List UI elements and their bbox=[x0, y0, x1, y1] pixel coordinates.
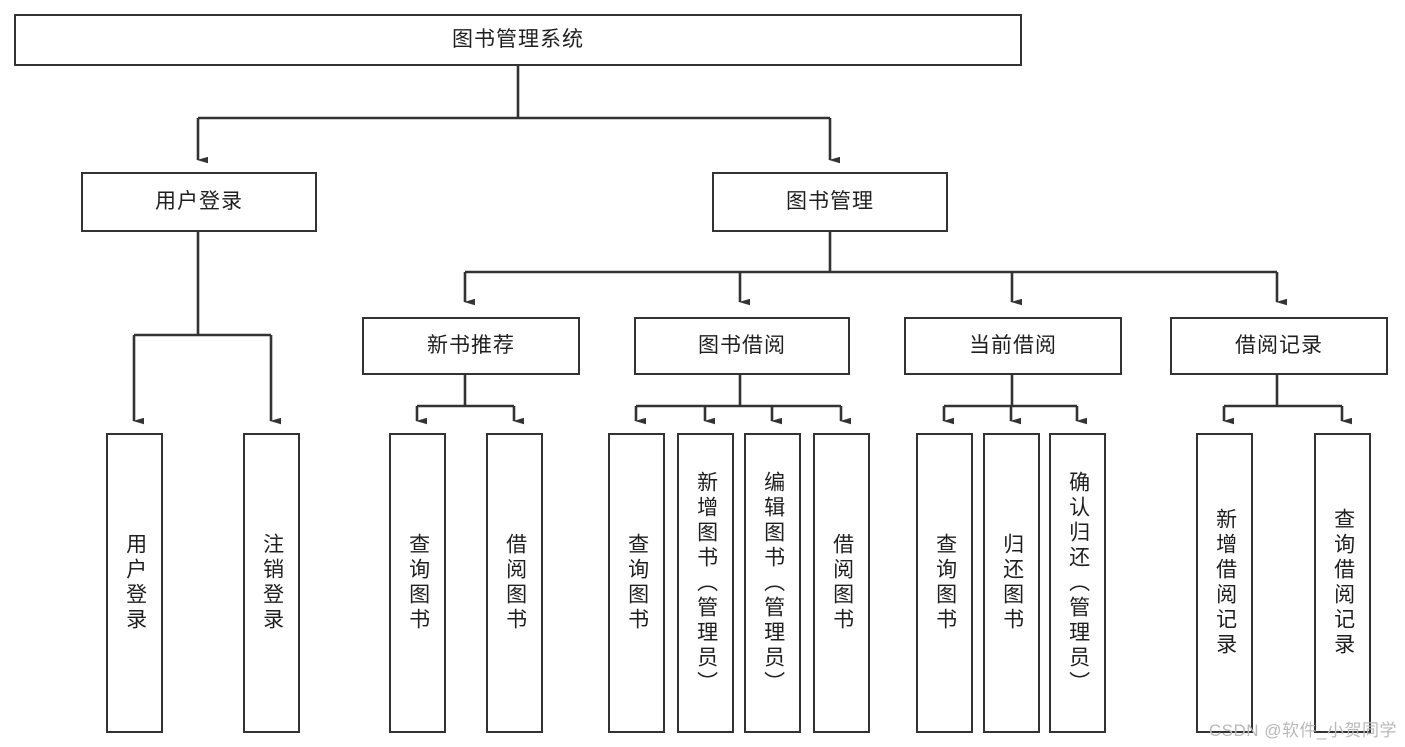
leaf-query-book-recommend[interactable]: 查询图书 bbox=[389, 433, 446, 733]
watermark-text: CSDN @软件_小贺同学 bbox=[1208, 721, 1397, 740]
node-label: 图书借阅 bbox=[698, 333, 786, 357]
node-label: 注销登录 bbox=[260, 533, 284, 633]
node-label: 新增图书（管理员） bbox=[694, 470, 718, 696]
leaf-query-book-current[interactable]: 查询图书 bbox=[916, 433, 973, 733]
node-label: 新书推荐 bbox=[427, 333, 515, 357]
leaf-edit-book-admin[interactable]: 编辑图书（管理员） bbox=[744, 433, 801, 733]
node-root-system[interactable]: 图书管理系统 bbox=[14, 14, 1022, 66]
leaf-borrow-book[interactable]: 借阅图书 bbox=[813, 433, 870, 733]
node-label: 归还图书 bbox=[1000, 533, 1024, 633]
node-book-management[interactable]: 图书管理 bbox=[712, 172, 948, 232]
node-label: 编辑图书（管理员） bbox=[761, 470, 785, 696]
node-label: 查询借阅记录 bbox=[1331, 508, 1355, 658]
node-new-book-recommend[interactable]: 新书推荐 bbox=[362, 317, 580, 375]
node-label: 借阅图书 bbox=[830, 533, 854, 633]
leaf-return-book[interactable]: 归还图书 bbox=[983, 433, 1040, 733]
node-label: 图书管理系统 bbox=[452, 27, 584, 51]
leaf-query-book-borrow[interactable]: 查询图书 bbox=[608, 433, 665, 733]
leaf-add-borrow-record[interactable]: 新增借阅记录 bbox=[1196, 433, 1253, 733]
node-label: 查询图书 bbox=[625, 533, 649, 633]
node-book-borrow[interactable]: 图书借阅 bbox=[634, 317, 850, 375]
node-borrow-record[interactable]: 借阅记录 bbox=[1170, 317, 1388, 375]
node-label: 图书管理 bbox=[786, 189, 874, 213]
node-label: 借阅记录 bbox=[1235, 333, 1323, 357]
leaf-add-book-admin[interactable]: 新增图书（管理员） bbox=[677, 433, 734, 733]
leaf-confirm-return-admin[interactable]: 确认归还（管理员） bbox=[1049, 433, 1106, 733]
leaf-user-login[interactable]: 用户登录 bbox=[106, 433, 163, 733]
leaf-query-borrow-record[interactable]: 查询借阅记录 bbox=[1314, 433, 1371, 733]
node-label: 用户登录 bbox=[123, 533, 147, 633]
node-label: 确认归还（管理员） bbox=[1066, 470, 1090, 696]
leaf-logout[interactable]: 注销登录 bbox=[243, 433, 300, 733]
node-user-login[interactable]: 用户登录 bbox=[81, 172, 317, 232]
leaf-borrow-book-recommend[interactable]: 借阅图书 bbox=[486, 433, 543, 733]
node-current-borrow[interactable]: 当前借阅 bbox=[904, 317, 1122, 375]
node-label: 借阅图书 bbox=[503, 533, 527, 633]
node-label: 查询图书 bbox=[406, 533, 430, 633]
node-label: 查询图书 bbox=[933, 533, 957, 633]
node-label: 当前借阅 bbox=[969, 333, 1057, 357]
node-label: 新增借阅记录 bbox=[1213, 508, 1237, 658]
node-label: 用户登录 bbox=[155, 189, 243, 213]
